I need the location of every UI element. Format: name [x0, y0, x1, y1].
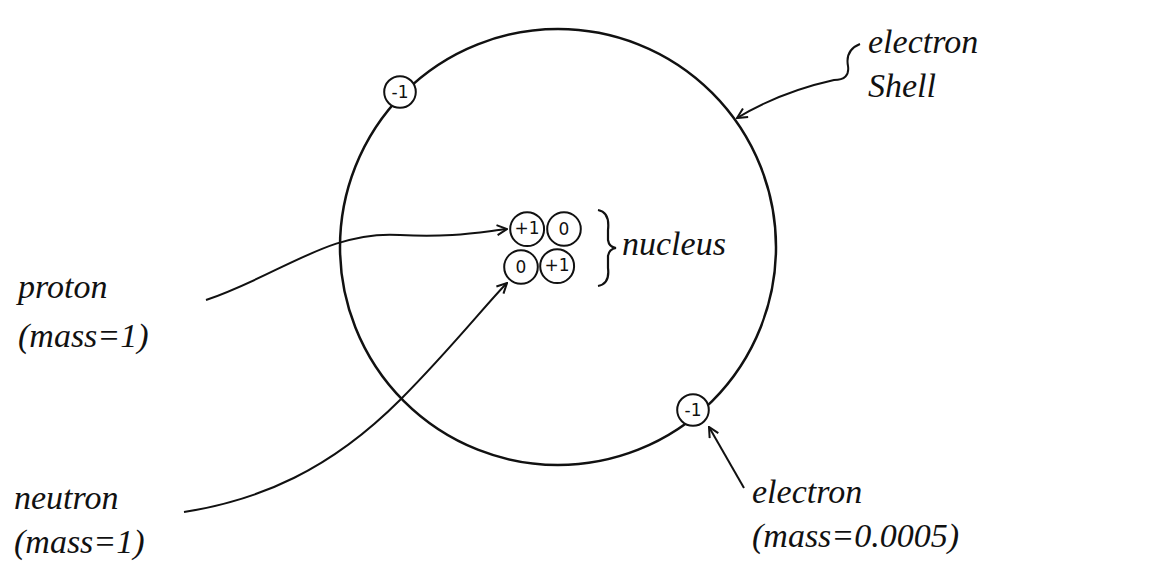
proton-circle: +1 [509, 211, 545, 247]
charge-number: 0 [559, 221, 570, 238]
proton-circle: +1 [539, 248, 575, 284]
charge-number: +1 [514, 220, 539, 237]
electron-circle: -1 [383, 75, 417, 109]
particle-label: electron (mass=0.0005) [752, 470, 1002, 558]
charge-number: 0 [516, 259, 527, 276]
nucleus-label: nucleus [622, 224, 782, 265]
particle-label-text: electron (mass=0.0005) [752, 473, 959, 554]
particle-label-text: neutron (mass=1) [14, 479, 145, 560]
particle-label: neutron (mass=1) [14, 476, 174, 564]
particle-label-text: proton (mass=1) [18, 268, 149, 354]
leader-arrow [184, 283, 507, 512]
charge-number: +1 [544, 257, 569, 274]
circle-outline [384, 76, 416, 108]
neutron-circle: 0 [503, 249, 539, 285]
circle-outline [677, 394, 709, 426]
leader-arrow [206, 229, 507, 300]
neutron-circle: 0 [546, 211, 582, 247]
electron-circle: -1 [676, 393, 710, 427]
charge-number: -1 [392, 84, 409, 101]
circle-outline [510, 212, 544, 246]
charge-number: -1 [685, 402, 702, 419]
leader-arrow [709, 427, 744, 488]
circle-outline [547, 212, 581, 246]
circle-outline [504, 250, 538, 284]
shell-label: electron Shell [868, 20, 1038, 108]
leader-arrow [737, 44, 860, 118]
shell-label-text: electron Shell [868, 23, 978, 104]
circle-outline [540, 249, 574, 283]
nucleus-label-text: nucleus [622, 225, 726, 262]
particle-label: proton (mass=1) [18, 262, 178, 361]
nucleus-bracket [598, 210, 616, 286]
electron-shell-circle [340, 29, 776, 465]
